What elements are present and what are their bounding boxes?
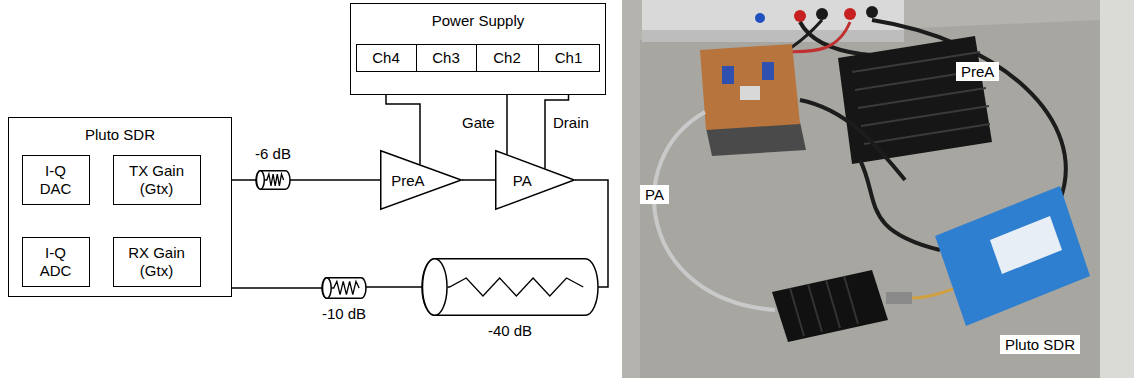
node-text: Ch3: [432, 49, 460, 67]
attenuator-symbol: [422, 258, 598, 316]
photo-callout: Pluto SDR: [1000, 335, 1080, 354]
node-text: Power Supply: [351, 4, 605, 30]
node-text: Pluto SDR: [9, 118, 231, 144]
attenuator-body: [772, 270, 888, 342]
sdr-box: Pluto SDR I-Q DAC TX Gain (Gtx) I-Q ADC RX G…: [8, 117, 232, 297]
terminal-black: [816, 8, 828, 20]
channel-box: Ch2: [476, 44, 539, 72]
node-text: Ch4: [372, 49, 400, 67]
node-text: Ch2: [493, 49, 521, 67]
table-surface: [622, 0, 1134, 378]
signal-line: [290, 179, 380, 181]
node-text: TX Gain (Gtx): [122, 162, 192, 198]
node-text: Ch1: [555, 49, 583, 67]
pa-component: [722, 66, 734, 84]
pa-transistor: [740, 86, 760, 100]
pa-triangle: PA: [495, 150, 575, 210]
attenuator-connector: [886, 292, 912, 304]
pa-component: [762, 62, 774, 80]
signal-line: [462, 179, 495, 181]
node-text: -10 dB: [322, 305, 366, 322]
channel-box: Ch1: [538, 44, 600, 72]
pluto-sticker: [990, 216, 1062, 274]
node-text: PA: [495, 172, 549, 189]
attenuator: -40 dB: [422, 258, 598, 316]
node-text: RX Gain (Gtx): [122, 244, 192, 280]
gain-box: RX Gain (Gtx): [113, 237, 201, 287]
rf-cable: [860, 160, 940, 250]
table-mat: [640, 20, 1110, 378]
attenuator-symbol: [256, 170, 290, 190]
adc-box: I-Q ADC: [22, 237, 90, 287]
dac-box: I-Q DAC: [22, 155, 90, 205]
preamp-heatsink: [838, 36, 992, 164]
pin-label: Drain: [551, 114, 591, 131]
amplifier-symbol: [495, 150, 575, 210]
attenuator: -6 dB: [256, 170, 290, 190]
attenuator: -10 dB: [322, 277, 366, 299]
photo-callout: PreA: [956, 62, 999, 81]
power-supply-unit: [642, 0, 904, 42]
node-text: I-Q ADC: [33, 244, 79, 280]
terminal-black: [866, 6, 878, 18]
node-text: -6 dB: [255, 145, 291, 162]
terminal-blue: [755, 13, 765, 23]
channel-box: Ch3: [416, 44, 477, 72]
node-text: PreA: [380, 172, 436, 189]
power-supply-box: Power SupplyCh4 Ch3 Ch2 Ch1: [350, 3, 606, 95]
terminal-red: [844, 8, 856, 20]
gain-box: TX Gain (Gtx): [113, 155, 201, 205]
pa-board: [700, 44, 800, 130]
table-edge: [1100, 0, 1134, 378]
rf-cable: [800, 100, 905, 180]
photo-callout: PA: [640, 185, 669, 204]
node-text: I-Q DAC: [33, 162, 79, 198]
attenuator-fins: [790, 276, 858, 336]
terminal-red: [794, 10, 806, 22]
pluto-device: [935, 186, 1090, 326]
attenuator-symbol: [322, 277, 366, 299]
preamp-triangle: PreA: [380, 150, 462, 210]
rf-cable: [654, 112, 775, 310]
channel-box: Ch4: [356, 44, 417, 72]
signal-line: [366, 286, 422, 288]
power-supply-front: [642, 30, 904, 42]
pin-label: Gate: [460, 114, 497, 131]
node-text: -40 dB: [488, 322, 532, 339]
